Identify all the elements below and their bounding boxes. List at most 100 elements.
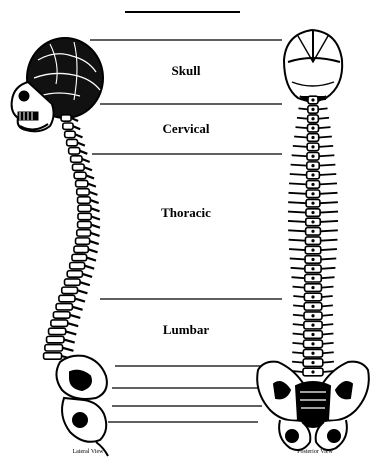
view-label-lateral: Lateral View — [72, 449, 103, 455]
spinous-process — [71, 118, 78, 121]
spinous-process — [311, 220, 314, 223]
spinous-process — [78, 290, 88, 293]
lateral-vertebra — [53, 312, 70, 318]
lateral-vertebra — [51, 320, 68, 326]
spinous-process — [311, 277, 314, 280]
spinous-process — [311, 286, 314, 289]
lateral-vertebra — [56, 304, 72, 310]
spinous-process — [86, 175, 94, 178]
view-label-posterior: Posterior View — [297, 449, 333, 455]
lateral-vertebra — [63, 123, 73, 129]
spinous-process — [70, 315, 80, 318]
lateral-vertebra — [76, 238, 90, 244]
lateral-vertebra — [78, 221, 92, 227]
region-label-cervical: Cervical — [163, 121, 210, 137]
spinous-process — [91, 233, 100, 236]
spinous-process — [311, 192, 314, 195]
lateral-vertebra — [69, 148, 80, 154]
spinous-process — [311, 117, 314, 120]
spinous-process — [311, 305, 314, 308]
spinous-process — [311, 333, 314, 336]
spinous-process — [311, 370, 314, 373]
spinous-process — [91, 216, 100, 219]
lateral-vertebra — [67, 271, 82, 277]
spinous-process — [82, 159, 90, 162]
spinous-process — [88, 249, 97, 252]
spinous-process — [311, 202, 314, 205]
lateral-vertebra — [45, 345, 63, 351]
lateral-vertebra — [72, 164, 84, 170]
posterior-vertebral-column — [288, 96, 338, 376]
spinous-process — [311, 136, 314, 139]
lateral-vertebra — [78, 213, 91, 219]
spinous-process — [80, 282, 90, 285]
spinous-process — [311, 164, 314, 167]
lateral-vertebra — [78, 197, 91, 203]
region-dividers — [90, 40, 282, 422]
spinous-process — [311, 248, 314, 251]
spinous-process — [311, 352, 314, 355]
lateral-vertebra — [47, 336, 64, 342]
region-label-lumbar: Lumbar — [163, 322, 209, 338]
spinous-process — [311, 295, 314, 298]
lateral-pelvis — [56, 356, 108, 456]
spinous-process — [91, 225, 100, 228]
spinous-process — [311, 230, 314, 233]
spinous-process — [84, 167, 92, 170]
spinous-process — [66, 331, 77, 334]
spinous-process — [311, 258, 314, 261]
lateral-vertebra — [78, 205, 91, 211]
region-label-skull: Skull — [172, 63, 201, 79]
spinous-process — [90, 241, 99, 244]
spinous-process — [311, 98, 314, 101]
spinous-process — [73, 126, 80, 129]
lateral-vertebra — [71, 156, 82, 162]
spinous-process — [311, 145, 314, 148]
spinous-process — [311, 211, 314, 214]
lateral-vertebra — [70, 263, 85, 269]
spinous-process — [80, 151, 88, 154]
spinous-process — [311, 127, 314, 130]
spinous-process — [311, 239, 314, 242]
lateral-vertebra — [76, 180, 88, 186]
spinous-process — [82, 274, 92, 277]
spinous-process — [311, 361, 314, 364]
lateral-vertebra — [62, 287, 78, 293]
spinous-process — [75, 299, 85, 302]
spinous-process — [311, 267, 314, 270]
lateral-vertebra — [77, 230, 91, 236]
lateral-vertebral-column — [44, 115, 100, 359]
lateral-vertebra — [67, 139, 78, 145]
lateral-vertebra — [44, 353, 62, 359]
spinous-process — [72, 307, 82, 310]
spinous-process — [311, 155, 314, 158]
lateral-vertebra — [65, 279, 81, 285]
spinous-process — [311, 314, 314, 317]
lateral-vertebra — [74, 246, 88, 252]
spinous-process — [311, 342, 314, 345]
spinous-process — [63, 348, 74, 351]
spinous-process — [75, 134, 82, 137]
spinous-process — [311, 183, 314, 186]
spinous-process — [85, 266, 94, 269]
spinous-process — [91, 208, 100, 211]
spinous-process — [90, 200, 98, 203]
spinous-process — [88, 184, 96, 187]
lateral-skull — [12, 38, 103, 131]
spinous-process — [311, 108, 314, 111]
lateral-vertebra — [59, 295, 75, 301]
spinous-process — [311, 324, 314, 327]
lateral-vertebra — [65, 131, 76, 137]
lateral-vertebra — [74, 172, 86, 178]
spinous-process — [89, 192, 97, 195]
spinous-process — [87, 258, 96, 261]
lateral-vertebra — [61, 115, 71, 121]
spinous-process — [77, 143, 84, 146]
lateral-vertebra — [77, 189, 89, 195]
region-label-thoracic: Thoracic — [161, 205, 211, 221]
posterior-skull — [284, 30, 342, 102]
lateral-vertebra — [72, 254, 87, 260]
spinous-process — [311, 173, 314, 176]
lateral-vertebra — [49, 328, 66, 334]
